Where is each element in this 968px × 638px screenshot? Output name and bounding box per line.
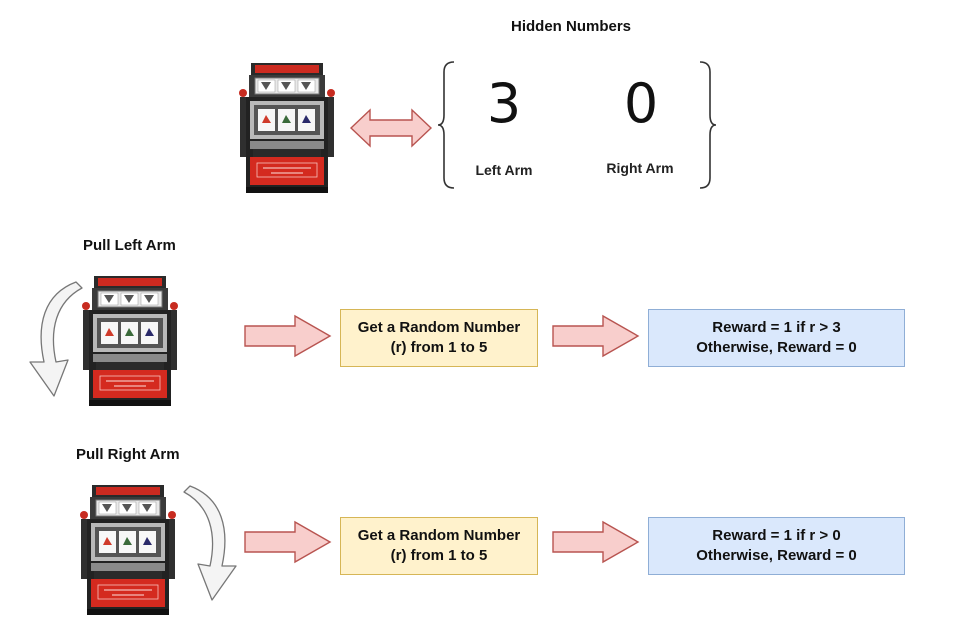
right-arm-label: Right Arm <box>606 160 674 176</box>
slot-machine-icon <box>81 275 179 407</box>
block-arrow-icon <box>552 521 639 563</box>
step-line-1: Get a Random Number <box>357 527 521 544</box>
double-arrow-icon <box>349 108 433 148</box>
step-line-2: (r) from 1 to 5 <box>390 339 488 356</box>
reward-line-1: Reward = 1 if r > 0 <box>712 527 841 544</box>
curved-pull-arrow-icon <box>29 281 83 397</box>
left-arm-label: Left Arm <box>475 162 533 178</box>
random-number-step-box: Get a Random Number (r) from 1 to 5 <box>340 309 538 367</box>
hidden-numbers-title: Hidden Numbers <box>511 18 632 35</box>
block-arrow-icon <box>244 521 331 563</box>
reward-line-2: Otherwise, Reward = 0 <box>696 339 857 356</box>
reward-line-2: Otherwise, Reward = 0 <box>696 547 857 564</box>
block-arrow-icon <box>552 315 639 357</box>
left-curly-brace-icon <box>437 61 455 189</box>
reward-line-1: Reward = 1 if r > 3 <box>712 319 841 336</box>
step-line-1: Get a Random Number <box>357 319 521 336</box>
pull-right-arm-heading: Pull Right Arm <box>76 446 180 463</box>
pull-left-arm-heading: Pull Left Arm <box>83 237 176 254</box>
step-line-2: (r) from 1 to 5 <box>390 547 488 564</box>
left-hidden-number: 3 <box>486 72 522 135</box>
reward-rule-box: Reward = 1 if r > 0 Otherwise, Reward = … <box>648 517 905 575</box>
reward-rule-box: Reward = 1 if r > 3 Otherwise, Reward = … <box>648 309 905 367</box>
curved-pull-arrow-icon <box>183 485 237 601</box>
random-number-step-box: Get a Random Number (r) from 1 to 5 <box>340 517 538 575</box>
right-curly-brace-icon <box>699 61 717 189</box>
slot-machine-icon <box>238 62 336 194</box>
block-arrow-icon <box>244 315 331 357</box>
slot-machine-icon <box>79 484 177 616</box>
right-hidden-number: 0 <box>623 72 659 135</box>
